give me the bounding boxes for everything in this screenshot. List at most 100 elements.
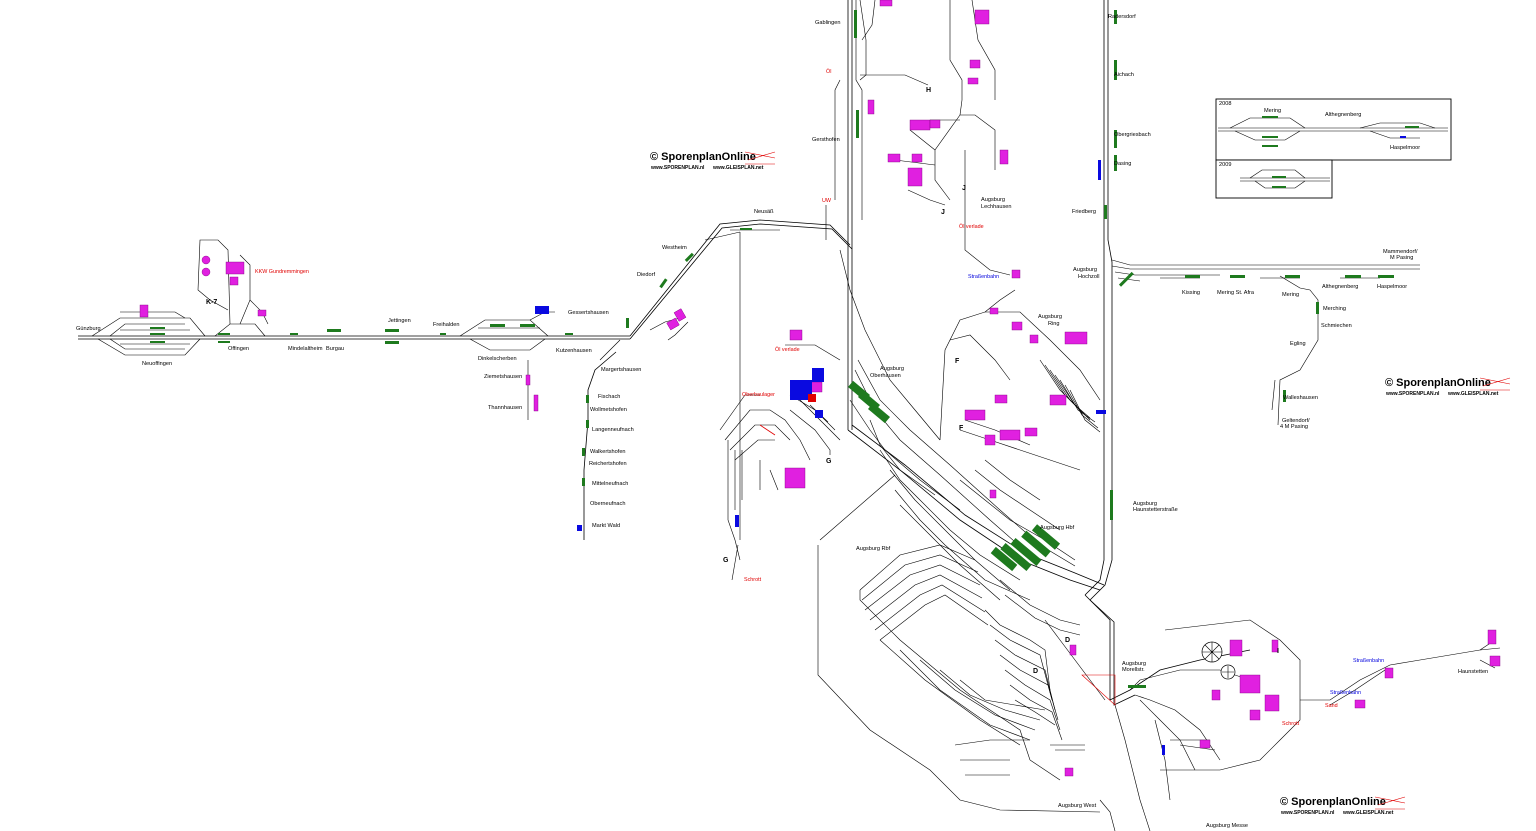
station-hochzoll-1: Augsburg [1073, 267, 1097, 273]
station-diedorf: Diedorf [637, 272, 655, 278]
logo-2: © SporenplanOnline www.SPORENPLAN.nl www… [1385, 377, 1511, 397]
station-walkertshofen: Walkertshofen [590, 449, 626, 455]
junction-g1: G [826, 458, 832, 465]
note-kkw: KKW Gundremmingen [255, 269, 309, 275]
junction-j1: J [962, 185, 966, 192]
notes: KKW Gundremmingen Öl UW Öl verlade Öl ve… [255, 68, 1384, 727]
station-haunstetter-2: Haunstetterstraße [1133, 507, 1178, 513]
station-margertshausen: Margertshausen [601, 367, 641, 373]
station-oberneufnach: Oberneufnach [590, 501, 625, 507]
station-burgau: Burgau [326, 346, 344, 352]
station-oberhausen-2: Oberhausen [870, 373, 901, 379]
station-fischach: Fischach [598, 394, 620, 400]
station-mittelneufnach: Mittelneufnach [592, 481, 628, 487]
junction-k: K-7 [206, 299, 217, 306]
oberbaulager-yard [719, 344, 841, 561]
note-oberbaulager: Oberbaulager [742, 392, 775, 398]
junction-d2: D [1033, 668, 1038, 675]
tram-and-blue [535, 160, 1165, 755]
note-sand: Sand [1325, 703, 1338, 709]
station-mammendorf-2: M Pasing [1390, 255, 1413, 261]
note-oel: Öl [826, 68, 831, 75]
note-oel-verlade-1: Öl verlade [959, 223, 984, 230]
station-dasing: Dasing [1114, 161, 1131, 167]
station-haunstetten: Haunstetten [1458, 669, 1488, 675]
station-morellstr-2: Morellstr. [1122, 667, 1145, 673]
station-westheim: Westheim [662, 245, 687, 251]
station-walleshausen: Walleshausen [1283, 395, 1318, 401]
junction-j2: J [941, 209, 945, 216]
station-obergriesbach: Obergriesbach [1114, 132, 1151, 138]
junction-letters: K-7 H J J F F G G D D I [206, 87, 1279, 675]
inset-legend: 2008 2009 Mering Althegnenberg Haspelmoo… [1215, 98, 1452, 199]
note-schrott-2: Schrott [1282, 721, 1300, 727]
multiline-labels: Augsburg Lechhausen Augsburg Oberhausen … [870, 197, 1418, 673]
junction-f2: F [959, 425, 964, 432]
inset-year-2009: 2009 [1219, 162, 1231, 168]
station-althegnenberg: Althegnenberg [1322, 284, 1358, 290]
station-geltendorf-2: 4 M Pasing [1280, 424, 1308, 430]
note-uw: UW [822, 198, 832, 204]
station-mammendorf-1: Mammendorf/ [1383, 249, 1418, 255]
station-reichertshofen: Reichertshofen [589, 461, 627, 467]
logo-2-url-1: www.SPORENPLAN.nl [1385, 391, 1440, 397]
station-guenzburg: Günzburg [76, 326, 101, 332]
junction-d1: D [1065, 637, 1070, 644]
station-neusaess: Neusäß [754, 209, 774, 215]
station-ziemetshausen: Ziemetshausen [484, 374, 522, 380]
station-oberhausen-1: Augsburg [880, 366, 904, 372]
logo-1: © SporenplanOnline www.SPORENPLAN.nl www… [650, 151, 776, 171]
note-strassenbahn-3: Straßenbahn [1330, 690, 1361, 696]
station-offingen: Offingen [228, 346, 249, 352]
logo-1-title: © SporenplanOnline [650, 151, 756, 163]
inset-year-2008: 2008 [1219, 101, 1231, 107]
station-gablingen: Gablingen [815, 20, 841, 26]
note-schrott-1: Schrott [744, 577, 762, 583]
logo-3: © SporenplanOnline www.SPORENPLAN.nl www… [1280, 796, 1406, 816]
station-jettingen: Jettingen [388, 318, 411, 324]
station-mering: Mering [1282, 292, 1299, 298]
station-west: Augsburg West [1058, 803, 1097, 809]
ring-line [939, 289, 1101, 471]
station-gersthofen: Gersthofen [812, 137, 840, 143]
station-haunstetter-1: Augsburg [1133, 501, 1157, 507]
inset-haspelmoor: Haspelmoor [1390, 145, 1420, 151]
rbf-yard [817, 474, 1106, 813]
station-messe: Augsburg Messe [1206, 823, 1248, 829]
logo-2-title: © SporenplanOnline [1385, 377, 1491, 389]
station-hochzoll-2: Hochzoll [1078, 274, 1099, 280]
station-ring-1: Augsburg [1038, 314, 1062, 320]
note-strassenbahn-1: Straßenbahn [968, 274, 999, 280]
station-wollmetshofen: Wollmetshofen [590, 407, 627, 413]
station-mering-afra: Mering St. Afra [1217, 290, 1255, 296]
station-radersdorf: Radersdorf [1108, 14, 1136, 20]
station-lechhausen-1: Augsburg [981, 197, 1005, 203]
northern-lines [825, 0, 1011, 430]
station-schmiechen: Schmiechen [1321, 323, 1352, 329]
station-thannhausen: Thannhausen [488, 405, 522, 411]
station-labels: Günzburg Neuoffingen Offingen Mindelalth… [76, 14, 1488, 829]
station-mindelaltheim: Mindelaltheim [288, 346, 323, 352]
inset-mering: Mering [1264, 108, 1281, 114]
note-strassenbahn-2: Straßenbahn [1353, 658, 1384, 664]
station-geltendorf-1: Geltendorf/ [1282, 418, 1310, 424]
logo-1-url-2: www.GLEISPLAN.net [712, 165, 764, 171]
logo-2-url-2: www.GLEISPLAN.net [1447, 391, 1499, 397]
junction-h: H [926, 87, 931, 94]
junction-i: I [1277, 648, 1279, 655]
platforms [150, 10, 1394, 688]
logo-1-url-1: www.SPORENPLAN.nl [650, 165, 705, 171]
station-ring-2: Ring [1048, 321, 1060, 327]
station-freihalden: Freihalden [433, 322, 459, 328]
station-kutzenhausen: Kutzenhausen [556, 348, 592, 354]
morellstr-haunstetten [1084, 594, 1501, 831]
station-markt-wald: Markt Wald [592, 523, 620, 529]
station-aichach: Aichach [1114, 72, 1134, 78]
inset-althegnenberg: Althegnenberg [1325, 112, 1361, 118]
station-kissing: Kissing [1182, 290, 1200, 296]
station-morellstr-1: Augsburg [1122, 661, 1146, 667]
station-friedberg: Friedberg [1072, 209, 1096, 215]
station-dinkelscherben: Dinkelscherben [478, 356, 517, 362]
station-haspelmoor: Haspelmoor [1377, 284, 1407, 290]
